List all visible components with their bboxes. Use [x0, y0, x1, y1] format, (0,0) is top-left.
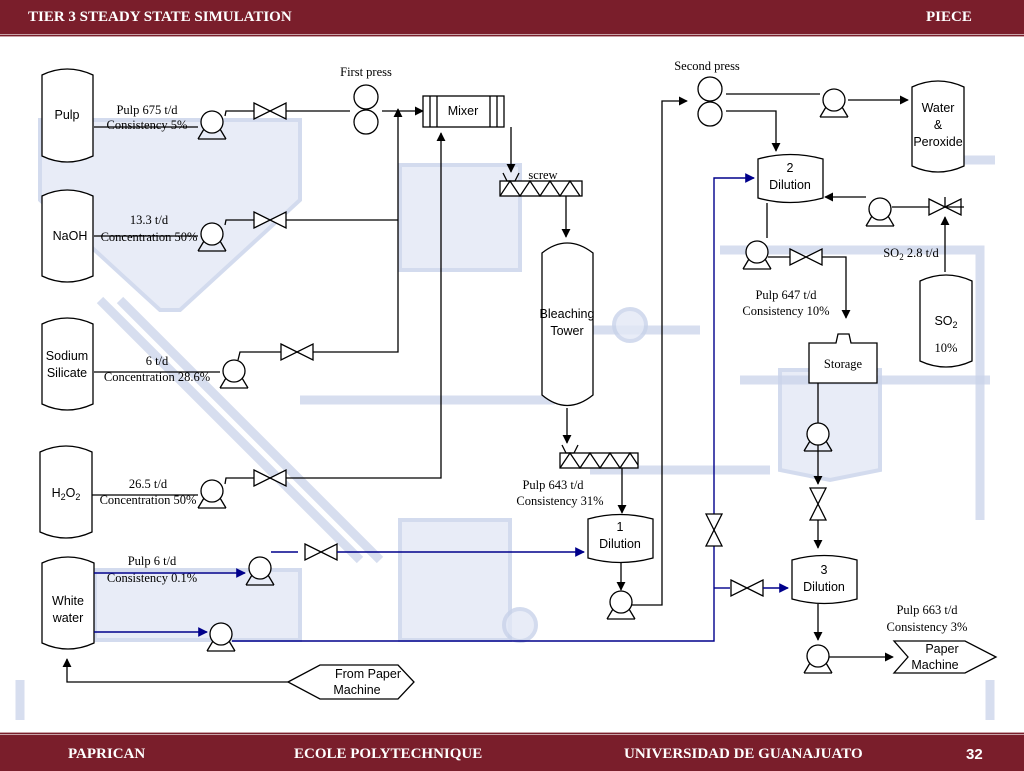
footer-org-polytechnique: ECOLE POLYTECHNIQUE [294, 746, 483, 762]
dilution2-label: Dilution [769, 178, 811, 192]
dilution-tank-3: 3 Dilution [791, 554, 858, 605]
tank-water-peroxide-label-3: Peroxide [913, 135, 962, 149]
tank-so2-label: SO2 [934, 314, 957, 330]
tank-water-peroxide-label-1: Water [922, 101, 955, 115]
tank-pulp-label: Pulp [54, 108, 79, 122]
tank-silicate-label-1: Sodium [46, 349, 88, 363]
valve-silicate [280, 343, 314, 361]
dilution3-number: 3 [821, 563, 828, 577]
stream-final-consistency: Consistency 3% [887, 620, 968, 634]
stream-white-water-flow: Pulp 6 t/d [128, 554, 177, 568]
tank-silicate-label-2: Silicate [47, 366, 87, 380]
tank-h2o2: H2O2 [39, 445, 93, 539]
dilution2-number: 2 [787, 161, 794, 175]
slide-title: TIER 3 STEADY STATE SIMULATION [28, 9, 292, 25]
first-press: First press [340, 65, 392, 135]
bleaching-tower-label-1: Bleaching [540, 307, 595, 321]
footer-bar: PAPRICAN ECOLE POLYTECHNIQUE UNIVERSIDAD… [0, 732, 1024, 771]
valve-dilution3-water [730, 579, 764, 597]
dilution1-number: 1 [617, 520, 624, 534]
tank-water-peroxide: Water & Peroxide [911, 80, 965, 173]
pump-final [803, 644, 833, 674]
tank-h2o2-label: H2O2 [52, 486, 81, 502]
stream-so2-flow: SO2 2.8 t/d [883, 246, 939, 262]
tank-naoh-label: NaOH [53, 229, 88, 243]
storage-label: Storage [824, 357, 863, 371]
stream-pulp-flow: Pulp 675 t/d [116, 103, 178, 117]
bleaching-tower: Bleaching Tower [540, 242, 595, 407]
pump-dilution1 [606, 590, 636, 620]
first-press-label: First press [340, 65, 392, 79]
from-paper-machine-label-1: From Paper [335, 667, 401, 681]
valve-pulp [253, 102, 287, 120]
header-right-label: PIECE [926, 9, 972, 25]
storage-tank: Storage [808, 333, 878, 384]
second-press: Second press [674, 59, 740, 127]
stream-white-water-consistency: Consistency 0.1% [107, 571, 197, 585]
dilution1-label: Dilution [599, 537, 641, 551]
to-paper-machine-label-2: Machine [911, 658, 958, 672]
footer-org-guanajuato: UNIVERSIDAD DE GUANAJUATO [624, 746, 863, 762]
stream-silicate-concentration: Concentration 28.6% [104, 370, 210, 384]
screw-conveyor-1: screw [499, 168, 583, 198]
stream-final-flow: Pulp 663 t/d [896, 603, 958, 617]
tank-sodium-silicate: Sodium Silicate [41, 317, 94, 411]
stream-naoh-concentration: Concentration 50% [101, 230, 198, 244]
tank-so2-value: 10% [935, 341, 958, 355]
valve-storage-out [809, 487, 827, 521]
pump-silicate [219, 359, 249, 389]
page-number: 32 [966, 746, 983, 763]
footer-org-paprican: PAPRICAN [68, 746, 146, 762]
tank-white-water-label-1: White [52, 594, 84, 608]
dilution-tank-1: 1 Dilution [587, 513, 654, 564]
to-paper-machine: Paper Machine [892, 640, 998, 674]
bleaching-tower-label-2: Tower [550, 324, 583, 338]
stream-dilution2-flow: Pulp 647 t/d [755, 288, 817, 302]
process-flow-diagram: Pulp NaOH Sodium Silicate H2O2 White wat… [15, 59, 998, 720]
pump-h2o2 [197, 479, 227, 509]
stream-naoh-flow: 13.3 t/d [130, 213, 169, 227]
mixer-label: Mixer [448, 104, 479, 118]
valve-dilution2-water [705, 513, 723, 547]
tank-naoh: NaOH [41, 189, 94, 283]
stream-h2o2-concentration: Concentration 50% [100, 493, 197, 507]
stream-dilution2-consistency: Consistency 10% [742, 304, 829, 318]
tank-so2: SO2 10% [919, 274, 973, 368]
background-watermark [15, 90, 995, 720]
dilution-tank-2: 2 Dilution [757, 153, 824, 204]
header-bar: TIER 3 STEADY STATE SIMULATION PIECE [0, 0, 1024, 37]
tank-water-peroxide-label-2: & [934, 118, 943, 132]
stream-pulp-consistency: Consistency 5% [107, 118, 188, 132]
tank-white-water: White water [41, 556, 95, 650]
tank-white-water-label-2: water [52, 611, 84, 625]
from-paper-machine: From Paper Machine [286, 664, 415, 700]
valve-white-water [304, 543, 338, 561]
stream-silicate-flow: 6 t/d [146, 354, 169, 368]
second-press-label: Second press [674, 59, 740, 73]
to-paper-machine-label-1: Paper [925, 642, 958, 656]
screw-conveyor-2 [559, 444, 639, 470]
pump-dilution2 [742, 240, 772, 270]
mixer: Mixer [422, 95, 505, 128]
stream-tower-out-flow: Pulp 643 t/d [522, 478, 584, 492]
stream-h2o2-flow: 26.5 t/d [129, 477, 168, 491]
pump-water-peroxide [819, 88, 849, 118]
screw-label: screw [528, 168, 557, 182]
dilution3-label: Dilution [803, 580, 845, 594]
stream-tower-out-consistency: Consistency 31% [516, 494, 603, 508]
pump-so2 [865, 197, 895, 227]
from-paper-machine-label-2: Machine [333, 683, 380, 697]
tank-pulp: Pulp [41, 68, 94, 163]
